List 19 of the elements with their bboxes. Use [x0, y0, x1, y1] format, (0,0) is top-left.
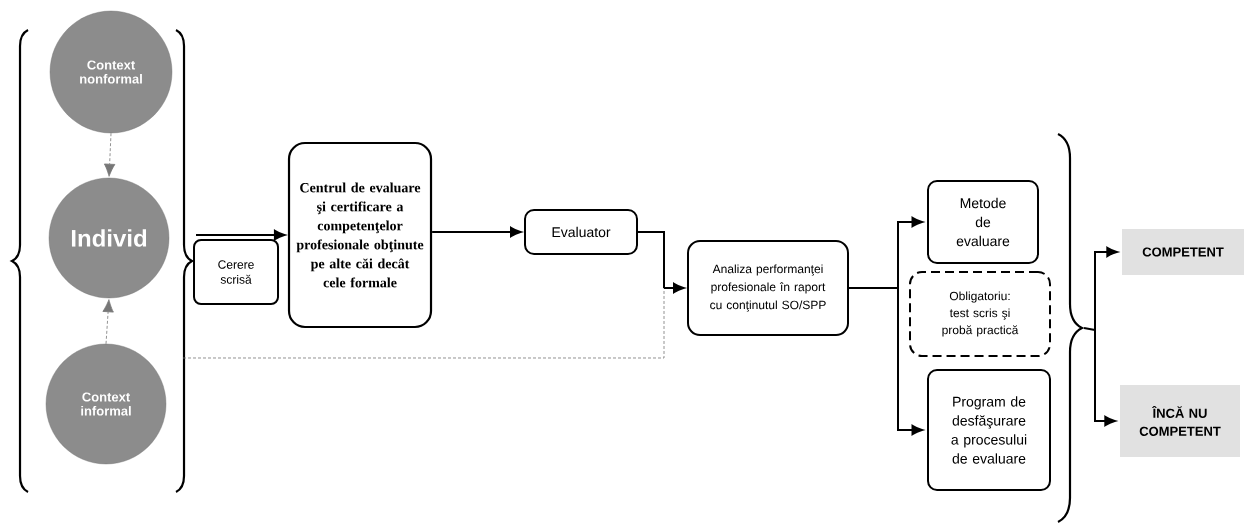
brace — [1057, 133, 1084, 523]
arrow — [897, 216, 923, 289]
process-box: Cerere scrisă — [193, 239, 279, 305]
process-box: Program de desfăşurare a procesului de evaluare — [927, 369, 1051, 491]
arrow — [1094, 246, 1118, 331]
result-box: ÎNCĂ NU COMPETENT — [1120, 385, 1240, 457]
process-box: Metode de evaluare — [927, 180, 1039, 264]
arrow — [1094, 329, 1116, 427]
arrow — [195, 229, 286, 241]
arrow — [663, 282, 685, 294]
arrow — [103, 132, 116, 177]
process-box: Centrul de evaluare şi certificare a competenţelor profesionale obţinute pe alte căi decât cele formale — [287, 141, 433, 329]
arrow — [431, 226, 522, 238]
dashed-box: Obligatoriu: test scris şi probă practică — [909, 271, 1051, 357]
process-box: Evaluator — [524, 209, 638, 255]
process-box: Analiza performanţei profesionale în raport cu conţinutul SO/SPP — [687, 240, 849, 336]
arrow — [897, 287, 923, 436]
arrow — [102, 299, 114, 345]
result-box: COMPETENT — [1122, 229, 1244, 275]
